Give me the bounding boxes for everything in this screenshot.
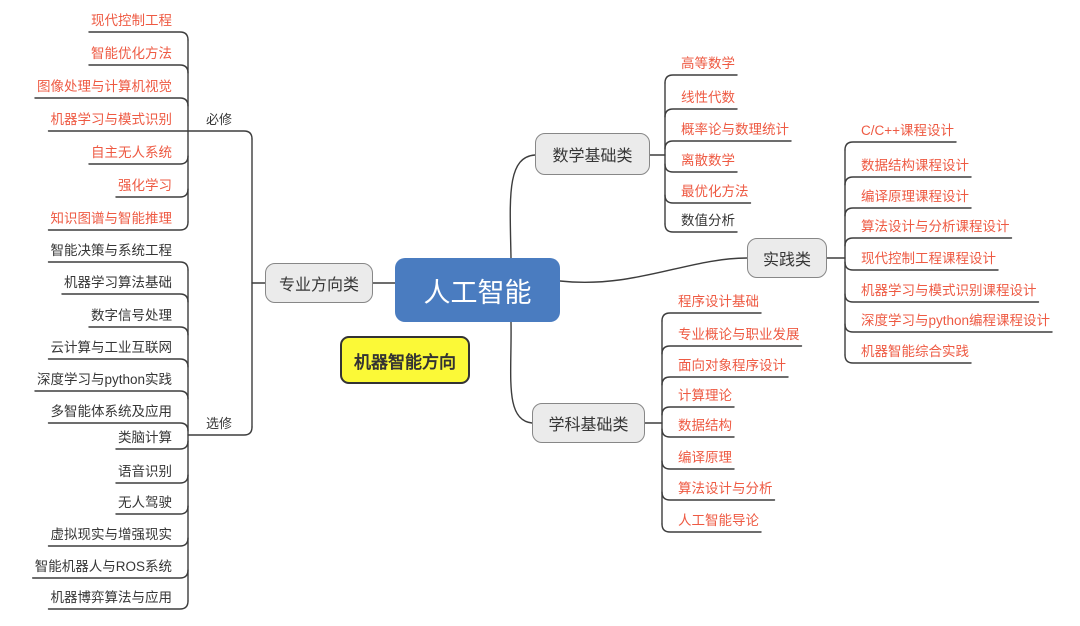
course-item[interactable]: 机器学习与模式识别课程设计 [861,283,1037,298]
course-item[interactable]: 多智能体系统及应用 [50,404,173,419]
course-item[interactable]: 知识图谱与智能推理 [50,211,173,226]
course-item[interactable]: 编译原理 [678,450,732,465]
branch-math-foundation[interactable]: 数学基础类 [535,133,650,175]
course-item[interactable]: 最优化方法 [681,184,749,199]
course-item[interactable]: 计算理论 [678,388,732,403]
course-item[interactable]: 深度学习与python实践 [36,372,172,387]
course-item[interactable]: 人工智能导论 [678,513,759,528]
course-item[interactable]: 云计算与工业互联网 [50,340,173,355]
root-node[interactable]: 人工智能 [395,258,560,322]
course-item[interactable]: 类脑计算 [118,430,172,445]
course-item[interactable]: 程序设计基础 [678,294,759,309]
course-item[interactable]: 语音识别 [118,464,172,479]
course-item[interactable]: 强化学习 [118,178,172,193]
group-label-elective[interactable]: 选修 [205,416,232,431]
course-item[interactable]: 无人驾驶 [118,495,172,510]
course-item[interactable]: 深度学习与python编程课程设计 [861,313,1051,328]
branch-professional-direction[interactable]: 专业方向类 [265,263,373,303]
course-item[interactable]: 编译原理课程设计 [861,189,969,204]
course-item[interactable]: 自主无人系统 [91,145,172,160]
direction-badge[interactable]: 机器智能方向 [340,336,470,384]
course-item[interactable]: 线性代数 [681,90,735,105]
branch-practice[interactable]: 实践类 [747,238,827,278]
course-item[interactable]: 高等数学 [681,56,735,71]
course-item[interactable]: 现代控制工程课程设计 [861,251,996,266]
course-item[interactable]: 算法设计与分析 [678,481,773,496]
course-item[interactable]: 数据结构课程设计 [861,158,969,173]
course-item[interactable]: 智能优化方法 [91,46,172,61]
course-item[interactable]: 现代控制工程 [91,13,172,28]
course-item[interactable]: 图像处理与计算机视觉 [37,79,172,94]
course-item[interactable]: 机器学习算法基础 [64,275,172,290]
course-item[interactable]: 机器智能综合实践 [861,344,969,359]
course-item[interactable]: 机器博弈算法与应用 [50,590,173,605]
course-item[interactable]: C/C++课程设计 [861,123,955,138]
branch-subject-foundation[interactable]: 学科基础类 [532,403,645,443]
course-item[interactable]: 机器学习与模式识别 [50,112,173,127]
course-item[interactable]: 概率论与数理统计 [681,122,789,137]
course-item[interactable]: 数字信号处理 [91,308,172,323]
course-item[interactable]: 虚拟现实与增强现实 [50,527,173,542]
course-item[interactable]: 离散数学 [681,153,735,168]
course-item[interactable]: 算法设计与分析课程设计 [861,219,1010,234]
course-item[interactable]: 数据结构 [678,418,732,433]
group-label-required[interactable]: 必修 [205,112,232,127]
course-item[interactable]: 专业概论与职业发展 [678,327,800,342]
course-item[interactable]: 智能决策与系统工程 [50,243,173,258]
course-item[interactable]: 面向对象程序设计 [678,358,786,373]
course-item[interactable]: 数值分析 [681,213,735,228]
course-item[interactable]: 智能机器人与ROS系统 [34,559,172,574]
